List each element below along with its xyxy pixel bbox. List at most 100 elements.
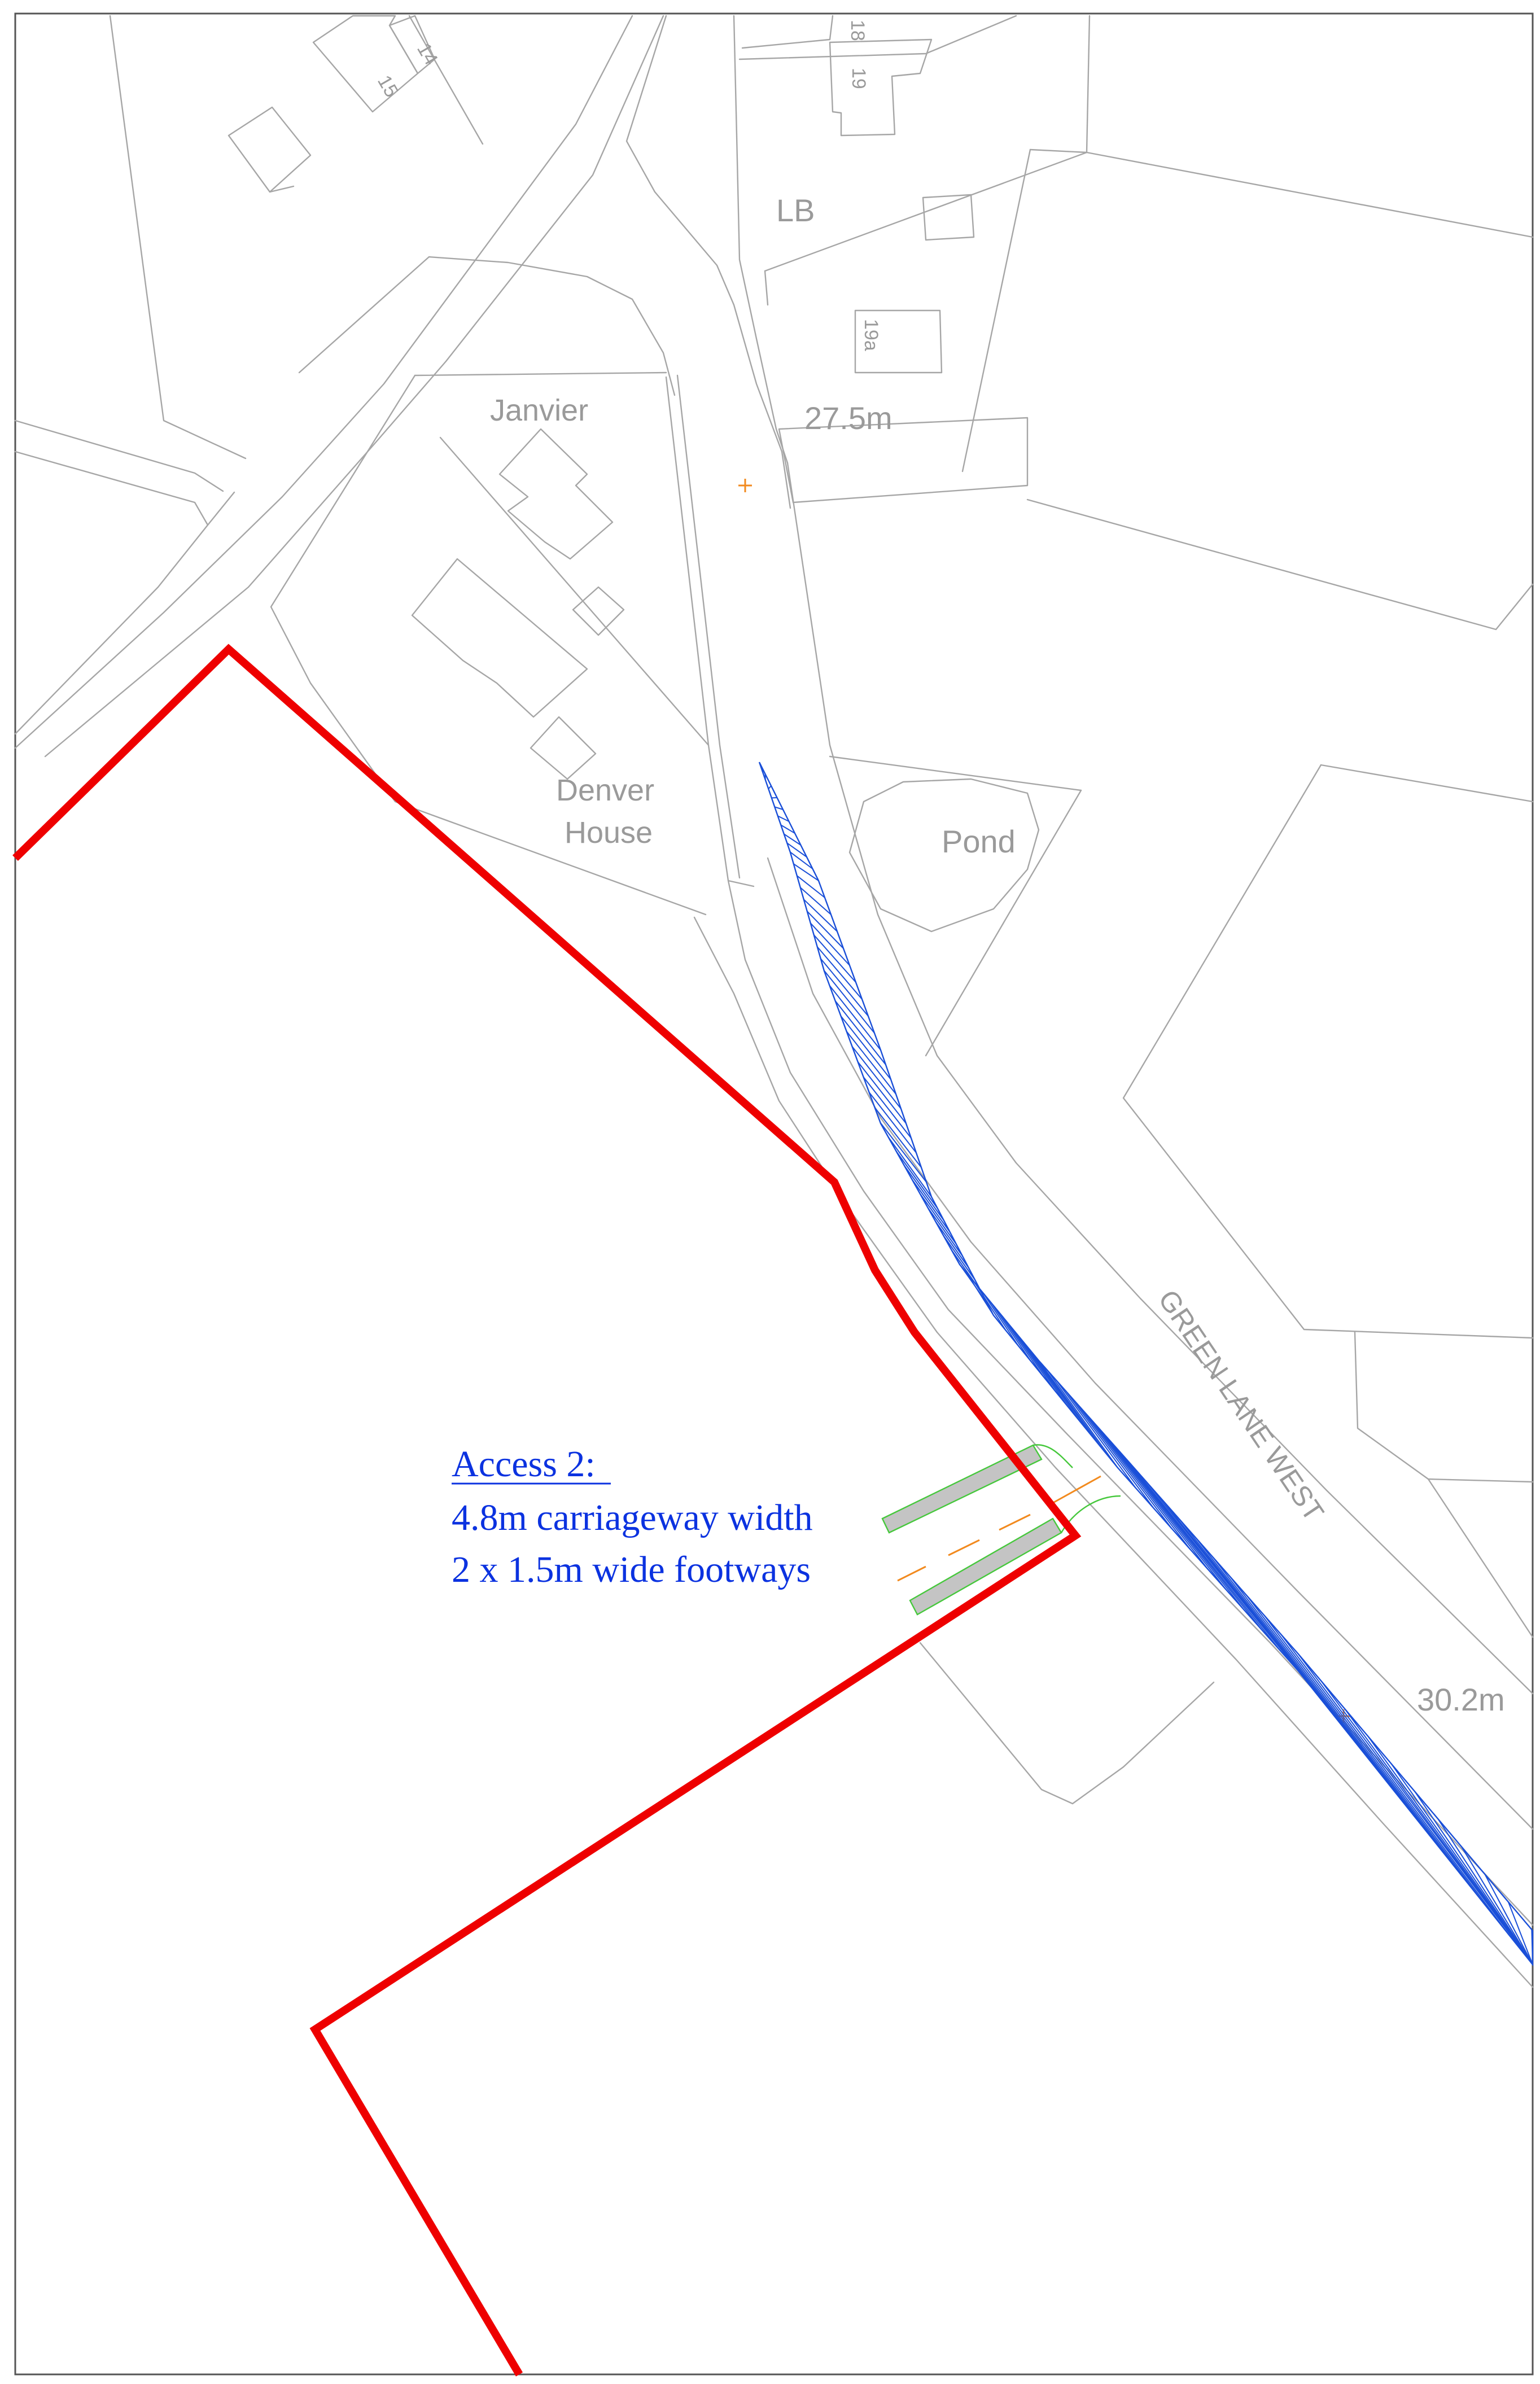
hatch-stroke (1101, 1431, 1227, 1590)
field-boundary (14, 419, 224, 492)
carriageway-centreline (897, 1475, 1101, 1582)
path-line (665, 376, 755, 887)
hatch-stroke (911, 1179, 951, 1233)
garden-boundary (408, 15, 484, 145)
visibility-splay-outline (758, 762, 1534, 1967)
hatch-stroke (820, 958, 869, 1017)
hatch-stroke (1038, 1359, 1106, 1453)
hatch-stroke (790, 851, 813, 869)
hatch-stroke (840, 1016, 891, 1080)
building-19 (829, 38, 933, 137)
hatch-stroke (1507, 1901, 1533, 1965)
hatch-stroke (1213, 1557, 1393, 1789)
hatch-stroke (1246, 1595, 1440, 1848)
spot-height-label: 27.5m (804, 400, 893, 436)
hatch-stroke (1460, 1846, 1533, 1965)
hatch-stroke (857, 1061, 907, 1124)
access-annotation: Access 2: 4.8m carriageway width 2 x 1.5… (452, 1443, 813, 1590)
road-name-green-lane-west: GREEN LANE WEST (1152, 1284, 1330, 1527)
hatch-stroke (868, 1092, 917, 1153)
hatch-stroke (810, 922, 850, 966)
spot-height-label: 30.2m (1417, 1682, 1505, 1717)
plot-boundary (439, 436, 710, 746)
hatch-stroke (1230, 1576, 1416, 1818)
house-number-19a: 19a (860, 319, 882, 351)
plot-boundary (1086, 15, 1091, 154)
footway-south (909, 1517, 1062, 1616)
hatch-stroke (823, 970, 875, 1034)
hatch-stroke (943, 1235, 975, 1280)
road-edge (207, 491, 235, 526)
field-boundary (109, 15, 247, 460)
plot-boundary (414, 371, 667, 377)
hatch-stroke (768, 785, 772, 790)
hatch-stroke (816, 946, 863, 1000)
hatch-stroke (793, 863, 819, 881)
junction-radius (1032, 1444, 1073, 1468)
hatch-stroke (813, 934, 856, 983)
hatch-stroke (807, 911, 844, 949)
field-boundary (14, 450, 209, 735)
plot-boundary (764, 270, 769, 306)
building-19a (854, 309, 943, 374)
access-note-line1: 4.8m carriageway width (452, 1497, 813, 1538)
building (228, 106, 312, 193)
hatch-stroke (990, 1302, 1031, 1362)
hatch-stroke (1092, 1420, 1209, 1570)
hatch-stroke (797, 875, 825, 898)
road-edge (269, 185, 295, 193)
house-number-18: 18 (847, 20, 868, 41)
hatch-stroke (1074, 1400, 1172, 1529)
hatch-stroke (1437, 1818, 1533, 1965)
hatch-stroke (1119, 1451, 1263, 1631)
hatch-stroke (800, 887, 832, 915)
field-boundary (1427, 1478, 1534, 1638)
building (411, 558, 588, 718)
hatch-stroke (851, 1046, 902, 1109)
hatch-stroke (982, 1292, 1019, 1346)
field-boundary (778, 417, 1029, 504)
spot-height-marker (738, 479, 752, 492)
field-boundary (919, 1642, 1215, 1805)
building-janvier (498, 428, 614, 560)
hatch-stroke (1047, 1370, 1118, 1468)
hatch-stroke (895, 1151, 938, 1209)
footway-north (881, 1444, 1043, 1534)
hatch-stroke (1531, 1930, 1533, 1965)
plot-boundary (764, 151, 1088, 272)
road-edge (44, 15, 664, 758)
plot-boundary (270, 374, 707, 916)
hatch-stroke (786, 842, 807, 858)
hatch-stroke (1014, 1331, 1069, 1407)
field-boundary (1320, 764, 1534, 803)
road-edge (786, 462, 1534, 1695)
road-edge (693, 916, 1534, 1988)
house-number-19: 19 (848, 68, 869, 89)
hatch-stroke (880, 1122, 927, 1183)
field-boundary (1354, 1331, 1534, 1483)
field-boundary (1029, 148, 1534, 238)
field-boundary (1122, 764, 1534, 1339)
label-lb: LB (776, 193, 815, 228)
building-shed (922, 194, 975, 241)
building-15 (312, 15, 419, 113)
hatch-stroke (1484, 1874, 1533, 1965)
hatch-stroke (1196, 1538, 1370, 1760)
field-boundary (1026, 498, 1534, 631)
label-pond: Pond (942, 824, 1016, 859)
building-outbuilding (572, 586, 625, 636)
lane-edge (733, 15, 789, 464)
hatch-stroke (834, 1000, 886, 1065)
hatch-stroke (874, 1107, 922, 1168)
hatch-stroke (935, 1221, 969, 1268)
hatch-stroke (1179, 1519, 1346, 1730)
os-base-mapping (14, 15, 1534, 1988)
hatch-stroke (1390, 1763, 1533, 1965)
pond-outline (848, 778, 1040, 933)
hatch-stroke (1128, 1461, 1281, 1651)
field-boundary (829, 755, 1082, 791)
hatch-stroke (1006, 1321, 1056, 1392)
hatch-stroke (887, 1136, 932, 1197)
map-frame (14, 12, 1534, 2376)
